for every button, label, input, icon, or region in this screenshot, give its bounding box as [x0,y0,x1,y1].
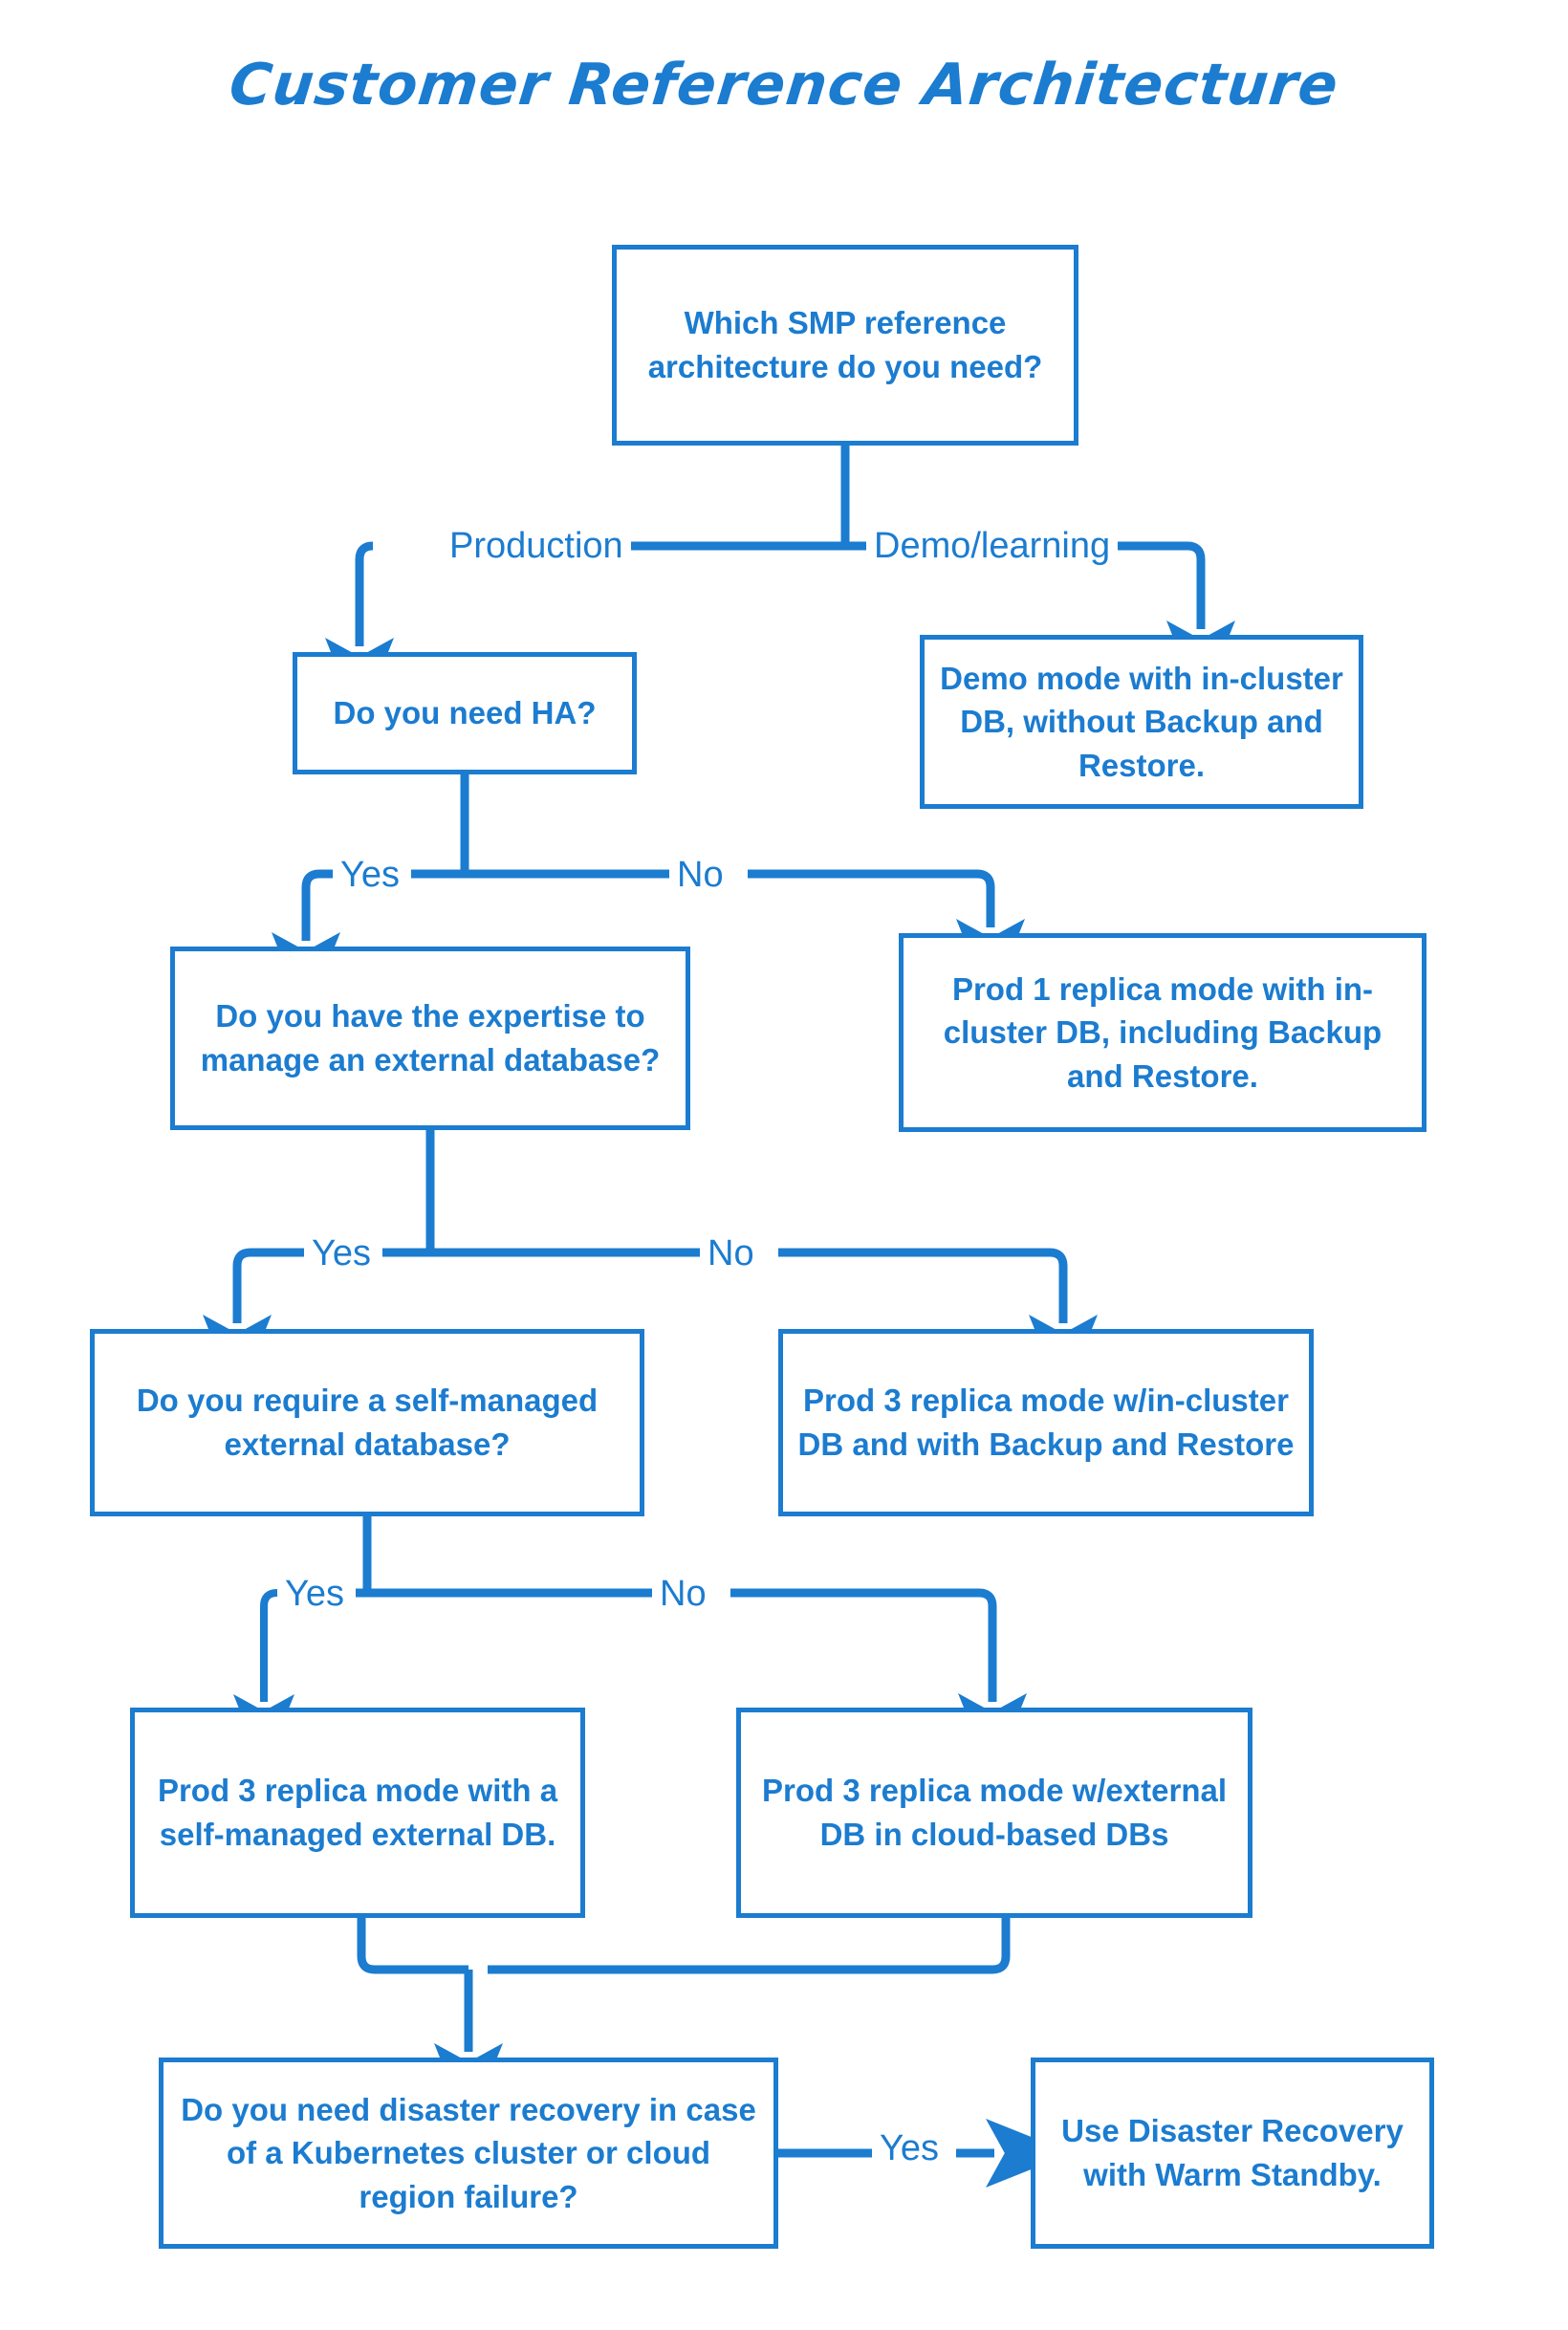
node-prod3-external-db[interactable]: Prod 3 replica mode w/external DB in clo… [736,1708,1252,1918]
node-root-label: Which SMP reference architecture do you … [647,305,1043,384]
edge-merge-left [357,1918,468,1974]
edge-root-demo-corner [1056,541,1206,593]
node-disaster-recovery-question[interactable]: Do you need disaster recovery in case of… [159,2058,778,2249]
node-prod3-incluster-label: Prod 3 replica mode w/in-cluster DB and … [797,1383,1295,1462]
edge-label-production: Production [442,528,631,564]
node-ha-question[interactable]: Do you need HA? [293,652,637,774]
node-prod1-replica-mode[interactable]: Prod 1 replica mode with in-cluster DB, … [899,933,1426,1132]
edge-merge-right [488,1918,1011,1974]
node-demo-label: Demo mode with in-cluster DB, without Ba… [940,660,1343,783]
edge-expertise-no-corner [778,1248,1068,1300]
node-prod3-incluster[interactable]: Prod 3 replica mode w/in-cluster DB and … [778,1329,1314,1516]
edge-root-production-corner [355,541,374,612]
edge-label-self-managed-yes: Yes [277,1576,352,1612]
edge-label-self-managed-no: No [652,1576,714,1612]
node-prod3-external-db-label: Prod 3 replica mode w/external DB in clo… [761,1773,1227,1852]
edge-label-demo-learning: Demo/learning [866,528,1119,564]
edge-label-ha-yes: Yes [333,857,407,893]
edge-self-yes-corner [260,1589,278,1679]
edge-label-expertise-yes: Yes [304,1235,379,1272]
node-self-managed-question[interactable]: Do you require a self-managed external d… [90,1329,644,1516]
node-self-managed-label: Do you require a self-managed external d… [136,1383,599,1462]
edge-label-disaster-recovery-yes: Yes [872,2130,947,2167]
node-warm-standby-label: Use Disaster Recovery with Warm Standby. [1061,2113,1404,2192]
edge-self-no-corner [730,1588,997,1679]
edge-expertise-yes-corner [232,1248,304,1300]
edge-ha-no-corner [748,869,995,904]
node-root-question[interactable]: Which SMP reference architecture do you … [612,245,1078,446]
node-expertise-question[interactable]: Do you have the expertise to manage an e… [170,947,690,1130]
node-prod1-label: Prod 1 replica mode with in-cluster DB, … [943,970,1383,1094]
edge-ha-yes-corner [301,869,333,918]
node-disaster-recovery-label: Do you need disaster recovery in case of… [181,2091,756,2214]
edge-label-expertise-no: No [700,1235,762,1272]
node-warm-standby[interactable]: Use Disaster Recovery with Warm Standby. [1031,2058,1434,2249]
node-prod3-self-managed[interactable]: Prod 3 replica mode with a self-managed … [130,1708,585,1918]
edge-label-ha-no: No [669,857,731,893]
node-ha-label: Do you need HA? [333,695,597,731]
node-demo-mode[interactable]: Demo mode with in-cluster DB, without Ba… [920,635,1363,809]
node-expertise-label: Do you have the expertise to manage an e… [200,998,661,1078]
node-prod3-self-managed-label: Prod 3 replica mode with a self-managed … [157,1773,558,1852]
